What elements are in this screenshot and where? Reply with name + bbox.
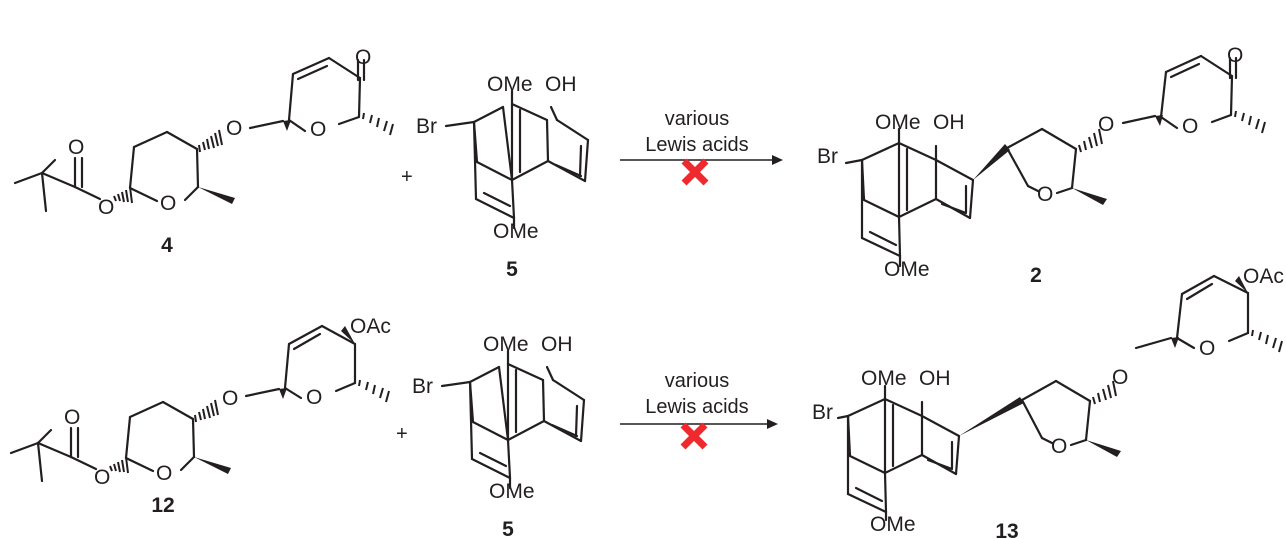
pyranone-ring-o: O: [310, 118, 326, 141]
failed-reaction-x-icon: [680, 422, 708, 450]
compound-12-label: 12: [151, 494, 174, 517]
compound-5-structure: [440, 349, 586, 490]
compound-2-structure: [844, 54, 1266, 268]
compound-13-structure: [836, 274, 1283, 522]
oh-label: OH: [919, 367, 951, 390]
compound-2-label: 2: [1030, 264, 1042, 287]
carbonyl-o: O: [64, 406, 80, 429]
compound-5-label: 5: [506, 258, 518, 281]
ketone-o: O: [355, 46, 371, 69]
glycosidic-o: O: [1098, 113, 1114, 136]
ring-o: O: [1051, 435, 1067, 458]
oh-label: OH: [933, 111, 965, 134]
pyran-ring-o: O: [306, 386, 322, 409]
ome-label: OMe: [870, 513, 916, 536]
ome-label: OMe: [489, 480, 535, 503]
ome-label: OMe: [875, 111, 921, 134]
br-label: Br: [817, 145, 838, 168]
br-label: Br: [416, 115, 437, 138]
oh-label: OH: [541, 333, 573, 356]
reaction-arrow: [620, 419, 778, 429]
plus-sign: +: [401, 166, 413, 188]
ring-o: O: [156, 462, 172, 485]
br-label: Br: [812, 401, 833, 424]
condition-line-2: Lewis acids: [645, 396, 748, 418]
compound-5-label: 5: [502, 518, 514, 539]
oac-label: OAc: [1243, 265, 1284, 288]
compound-13-label: 13: [995, 520, 1018, 539]
glycosidic-o: O: [226, 117, 242, 140]
carbonyl-o: O: [68, 136, 84, 159]
glycosidic-o: O: [222, 387, 238, 410]
compound-5-structure: [444, 89, 590, 230]
br-label: Br: [412, 375, 433, 398]
ome-label: OMe: [884, 258, 930, 281]
ester-o: O: [98, 196, 114, 219]
plus-sign: +: [396, 423, 408, 445]
ome-label: OMe: [861, 367, 907, 390]
ring-o: O: [160, 192, 176, 215]
glycosidic-o: O: [1112, 366, 1128, 389]
pyranone-ring-o: O: [1182, 115, 1198, 138]
failed-reaction-x-icon: [681, 158, 709, 186]
oac-label: OAc: [350, 315, 391, 338]
condition-line-1: various: [665, 108, 729, 130]
oh-label: OH: [545, 73, 577, 96]
ring-o: O: [1037, 183, 1053, 206]
ome-label: OMe: [487, 73, 533, 96]
ester-o: O: [94, 466, 110, 489]
ketone-o: O: [1227, 44, 1243, 67]
reaction-arrow: [620, 155, 783, 165]
compound-4-structure: [13, 56, 394, 213]
ome-label: OMe: [483, 333, 529, 356]
condition-line-1: various: [665, 370, 729, 392]
compound-4-label: 4: [161, 234, 173, 257]
ome-label: OMe: [493, 220, 539, 243]
compound-12-structure: [9, 324, 390, 483]
condition-line-2: Lewis acids: [645, 134, 748, 156]
pyran-ring-o: O: [1199, 337, 1215, 360]
